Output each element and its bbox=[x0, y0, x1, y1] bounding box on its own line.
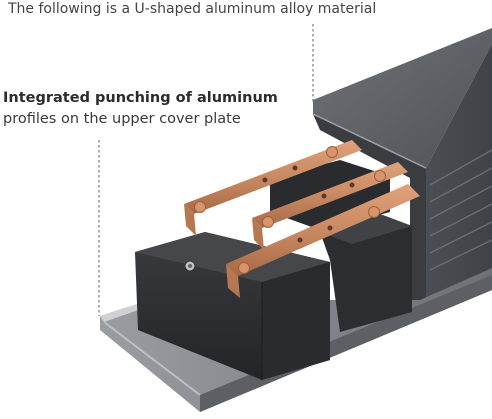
battery-block-back bbox=[320, 214, 412, 332]
side-heading: Integrated punching of aluminum bbox=[3, 90, 278, 106]
top-caption: The following is a U-shaped aluminum all… bbox=[8, 1, 377, 17]
copper-busbar-1 bbox=[184, 140, 362, 236]
housing-side-wall bbox=[426, 44, 492, 310]
copper-busbar-2 bbox=[252, 162, 408, 250]
copper-busbar-3 bbox=[226, 184, 420, 298]
housing-top-cover bbox=[313, 28, 492, 168]
housing-ribs bbox=[429, 149, 492, 271]
battery-block-front bbox=[135, 232, 330, 380]
side-subheading: profiles on the upper cover plate bbox=[3, 111, 241, 127]
